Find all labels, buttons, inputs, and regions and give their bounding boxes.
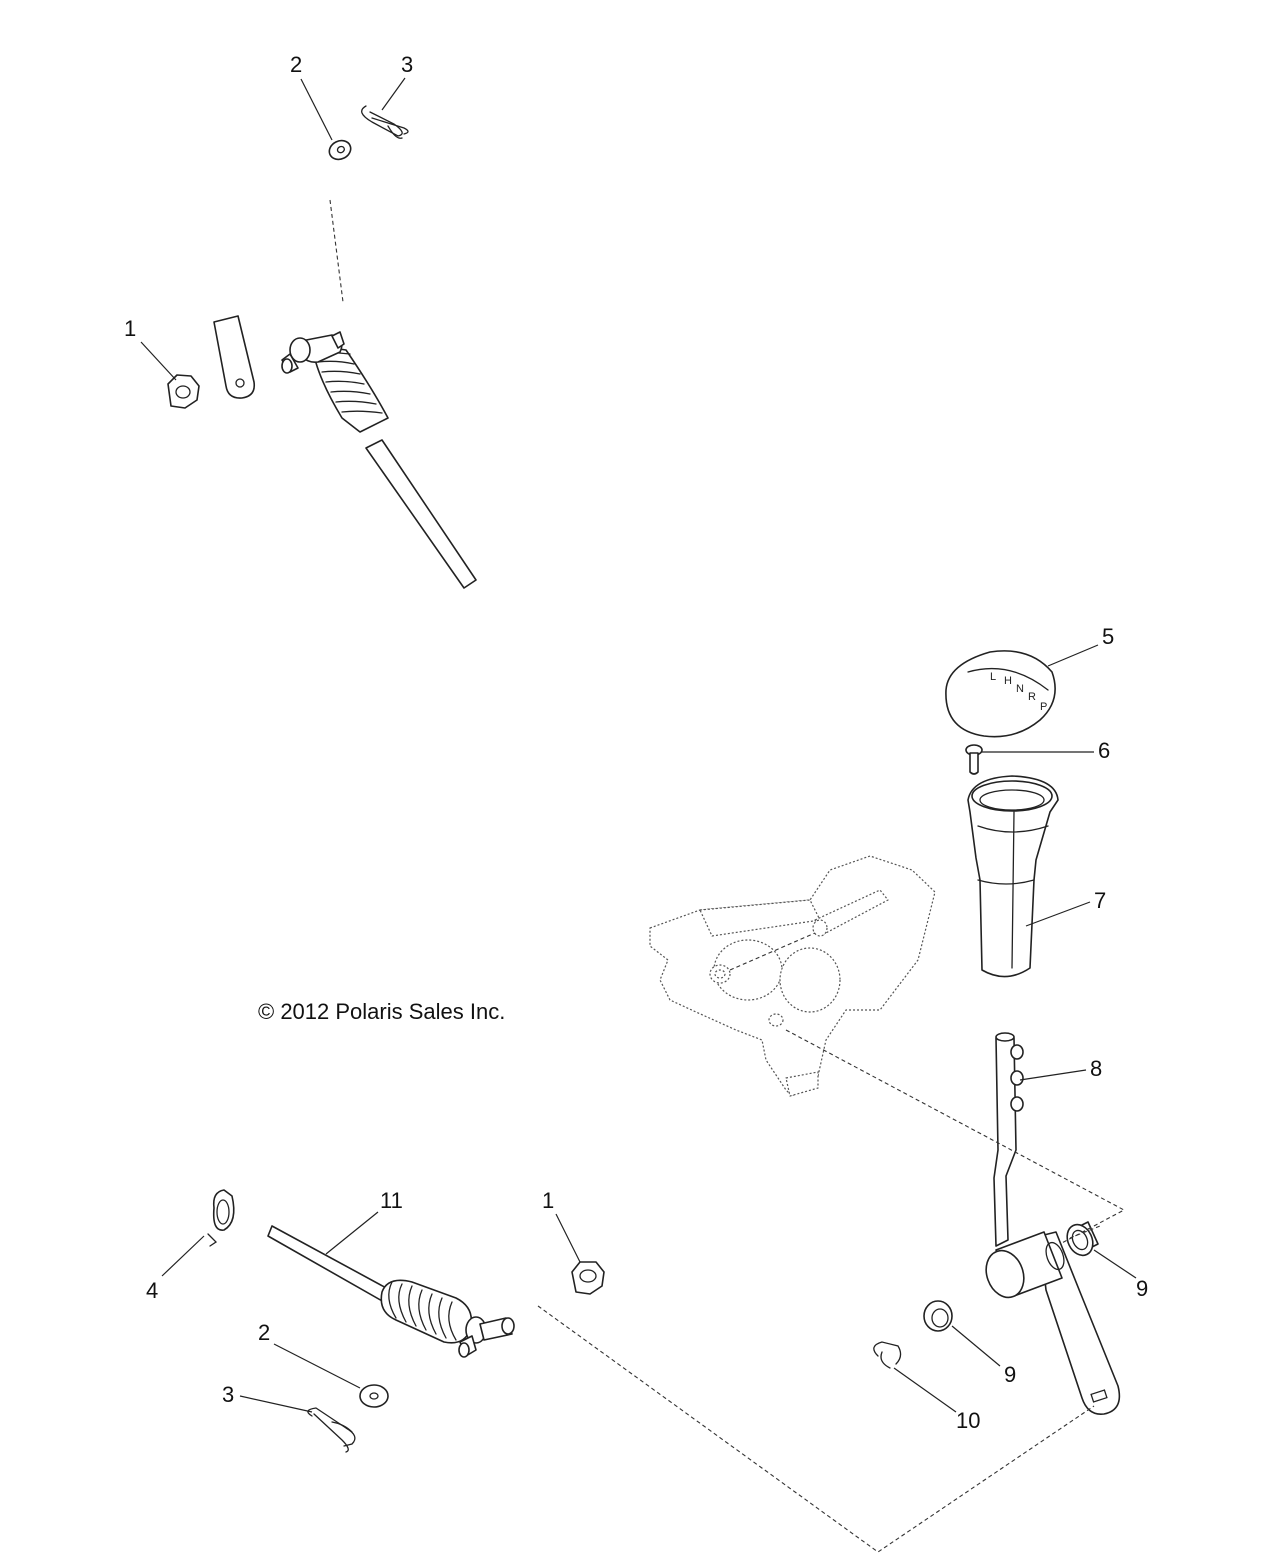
callout-1-bottom: 1: [542, 1188, 554, 1213]
hairpin-clip-icon: [307, 1407, 356, 1453]
callout-9-lower: 9: [1004, 1362, 1016, 1387]
assembly-guide-top: [329, 199, 344, 303]
flat-washer-icon: [328, 139, 352, 161]
gear-letter-h: H: [1004, 675, 1012, 687]
callout-1-top: 1: [124, 316, 136, 341]
gear-letter-r: R: [1028, 691, 1036, 703]
callout-leaders: [140, 77, 1137, 1413]
cable-clamp-icon: [207, 1189, 235, 1247]
callout-7: 7: [1094, 888, 1106, 913]
shift-boot-icon: [967, 775, 1059, 978]
gear-letter-n: N: [1016, 683, 1024, 695]
hex-nut-icon: [571, 1261, 605, 1295]
assembly-guide-lower: [785, 1029, 1126, 1245]
screw-icon: [965, 744, 983, 775]
callout-11: 11: [380, 1188, 403, 1213]
shifter-bracket-icon: [649, 855, 936, 1097]
callout-2-bottom: 2: [258, 1320, 270, 1345]
gear-letter-p: P: [1040, 701, 1047, 713]
flat-washer-icon: [359, 1384, 389, 1408]
callout-2-top: 2: [290, 52, 302, 77]
shift-cable-icon: [267, 1225, 515, 1358]
callout-4: 4: [146, 1278, 158, 1303]
shift-lever-icon: [985, 1032, 1121, 1415]
hex-nut-icon: [167, 374, 200, 409]
callout-3-top: 3: [401, 52, 413, 77]
callout-9-right: 9: [1136, 1276, 1148, 1301]
lever-arm-stub-icon: [213, 315, 256, 399]
bushing-icon: [1066, 1221, 1099, 1257]
callout-5: 5: [1102, 624, 1114, 649]
assembly-guide-cable: [537, 1305, 1095, 1553]
gear-letter-l: L: [990, 671, 996, 683]
callout-10: 10: [956, 1408, 980, 1433]
e-clip-icon: [873, 1341, 902, 1369]
copyright-notice: © 2012 Polaris Sales Inc.: [258, 999, 505, 1024]
callout-3-bottom: 3: [222, 1382, 234, 1407]
bracket-guide: [729, 932, 816, 971]
hairpin-clip-icon: [361, 105, 409, 139]
callout-6: 6: [1098, 738, 1110, 763]
shift-knob-icon: L H N R P: [945, 650, 1056, 738]
bushing-icon: [923, 1300, 953, 1332]
shift-cable-icon: [281, 331, 477, 589]
callout-8: 8: [1090, 1056, 1102, 1081]
